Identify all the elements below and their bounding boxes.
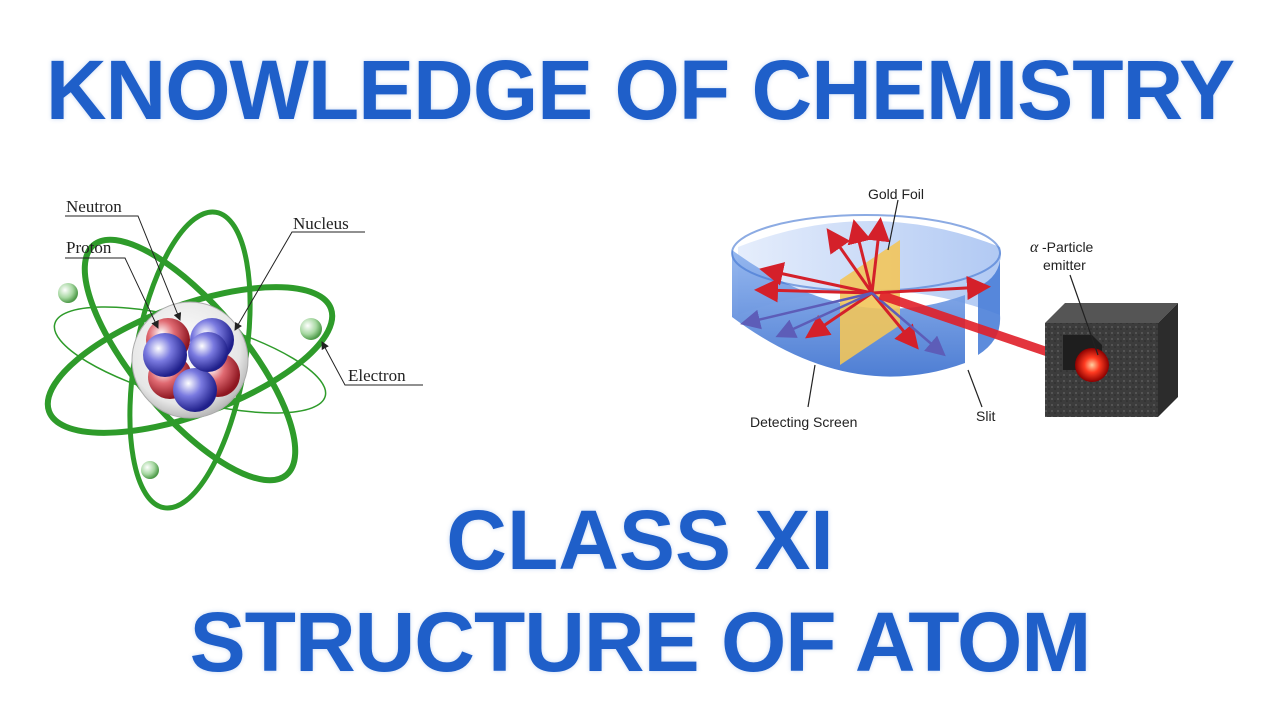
atom-structure-diagram: Neutron Proton Nucleus Electron — [40, 180, 440, 530]
neutron-label: Neutron — [66, 197, 122, 216]
scattered-alpha-rays — [754, 217, 991, 350]
detecting-screen-leader — [807, 364, 816, 408]
electron-leader — [321, 341, 423, 386]
electron-particle — [300, 318, 322, 340]
alpha-symbol: α — [1030, 239, 1039, 256]
alpha-particle-emitter — [1045, 303, 1178, 417]
neutron-leader — [65, 215, 182, 321]
proton-label: Proton — [66, 238, 112, 257]
proton-leader — [65, 257, 159, 329]
nucleus — [131, 301, 249, 419]
gold-foil-experiment-diagram: Gold Foil α -Particle emitter Detecting … — [720, 175, 1190, 450]
topic-heading: STRUCTURE OF ATOM — [189, 595, 1092, 689]
atom-svg: Neutron Proton Nucleus Electron — [44, 197, 423, 511]
slit-label: Slit — [976, 408, 996, 424]
nucleus-leader — [234, 231, 365, 331]
particle-label: -Particle — [1042, 239, 1094, 255]
gold-foil-leader — [887, 199, 899, 251]
emitter-label: emitter — [1043, 257, 1086, 273]
electron-particle — [58, 283, 78, 303]
slit-leader — [967, 369, 983, 408]
electron-label: Electron — [348, 366, 406, 385]
emitter-glow — [1075, 348, 1109, 382]
emitter-leader — [1069, 274, 1099, 356]
detecting-screen-label: Detecting Screen — [750, 414, 857, 430]
gold-foil-label: Gold Foil — [868, 186, 924, 202]
rutherford-svg: Gold Foil α -Particle emitter Detecting … — [731, 186, 1178, 430]
page-title: KNOWLEDGE OF CHEMISTRY — [45, 43, 1235, 137]
electron-particle — [141, 461, 159, 479]
class-heading: CLASS XI — [446, 493, 834, 587]
deflected-alpha-rays — [740, 291, 946, 357]
nucleus-label: Nucleus — [293, 214, 349, 233]
